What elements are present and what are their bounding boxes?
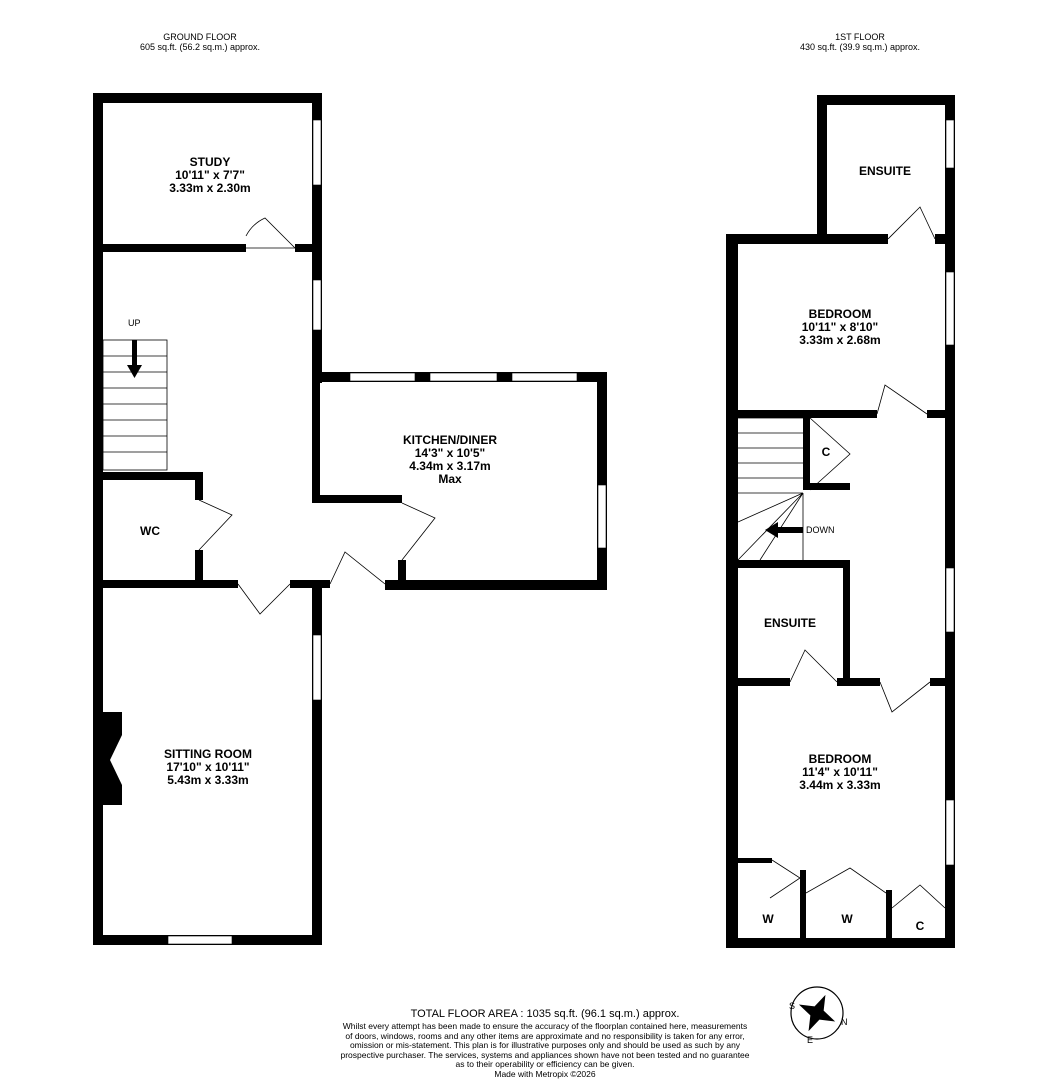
doors [198, 206, 946, 909]
stairs-down-label: DOWN [806, 525, 835, 535]
room-note: Max [438, 472, 462, 486]
room-imperial: 10'11" x 7'7" [175, 168, 245, 182]
room-name: BEDROOM [808, 307, 872, 321]
room-metric: 4.34m x 3.17m [409, 459, 491, 473]
room-metric: 3.33m x 2.68m [799, 333, 881, 347]
wardrobe-1: W [762, 912, 774, 926]
room-imperial: 11'4" x 10'11" [802, 765, 878, 779]
room-name: STUDY [189, 155, 231, 169]
room-wc: WC [140, 524, 160, 538]
windows [167, 119, 955, 945]
disclaimer: Whilst every attempt has been made to en… [340, 1021, 750, 1069]
room-imperial: 17'10" x 10'11" [166, 760, 250, 774]
compass-n: N [841, 1017, 848, 1027]
credit: Made with Metropix ©2026 [494, 1068, 596, 1079]
compass-icon: N E S [789, 986, 848, 1045]
room-name: BEDROOM [808, 752, 872, 766]
walls [93, 93, 955, 948]
room-name: SITTING ROOM [164, 747, 252, 761]
first-floor-area: 430 sq.ft. (39.9 sq.m.) approx. [799, 42, 921, 52]
room-imperial: 10'11" x 8'10" [801, 320, 879, 334]
ground-floor-area: 605 sq.ft. (56.2 sq.m.) approx. [139, 42, 261, 52]
first-floor-title: 1ST FLOOR [835, 32, 885, 42]
room-name: KITCHEN/DINER [402, 433, 497, 447]
stairs-up-label: UP [128, 318, 141, 328]
room-imperial: 14'3" x 10'5" [414, 446, 486, 460]
room-metric: 3.44m x 3.33m [799, 778, 881, 792]
cupboard-2: C [915, 919, 925, 933]
total-floor-area: TOTAL FLOOR AREA : 1035 sq.ft. (96.1 sq.… [410, 1008, 680, 1020]
room-metric: 5.43m x 3.33m [167, 773, 249, 787]
ground-floor-title: GROUND FLOOR [163, 32, 237, 42]
compass-s: S [789, 1001, 795, 1011]
stair-arrows [127, 340, 803, 538]
compass-e: E [807, 1035, 813, 1045]
room-metric: 3.33m x 2.30m [169, 181, 251, 195]
room-ensuite-1: ENSUITE [858, 164, 911, 178]
cupboard-1: C [821, 445, 831, 459]
wardrobe-2: W [841, 912, 853, 926]
footer: TOTAL FLOOR AREA : 1035 sq.ft. (96.1 sq.… [340, 1008, 750, 1079]
room-ensuite-2: ENSUITE [763, 616, 816, 630]
